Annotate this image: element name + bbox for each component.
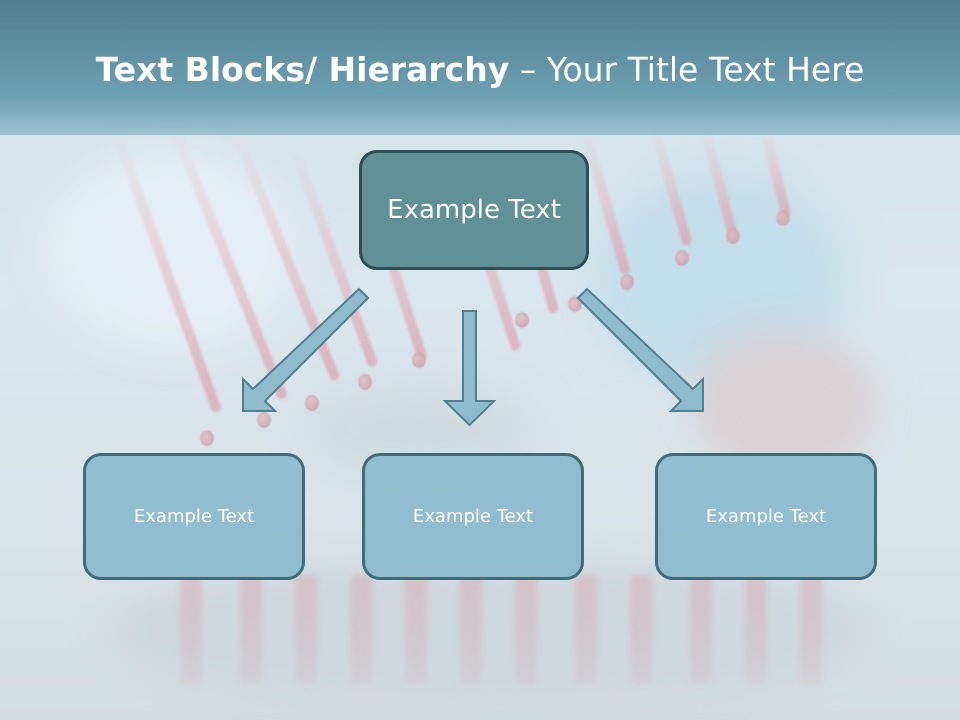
title-bar	[0, 0, 960, 135]
child-text-box-3[interactable]: Example Text	[655, 453, 877, 580]
child-text-box-1[interactable]: Example Text	[83, 453, 305, 580]
child-text-box-2[interactable]: Example Text	[362, 453, 584, 580]
root-text-box[interactable]: Example Text	[359, 150, 589, 270]
arrow-right-icon	[576, 287, 704, 412]
title-dash: –	[509, 50, 547, 89]
title-bold-part: Text Blocks/ Hierarchy	[95, 50, 510, 89]
arrow-left-icon	[242, 287, 370, 412]
slide-title: Text Blocks/ Hierarchy – Your Title Text…	[0, 50, 960, 89]
title-rest: Your Title Text Here	[546, 50, 865, 89]
arrow-down-icon	[442, 310, 497, 427]
